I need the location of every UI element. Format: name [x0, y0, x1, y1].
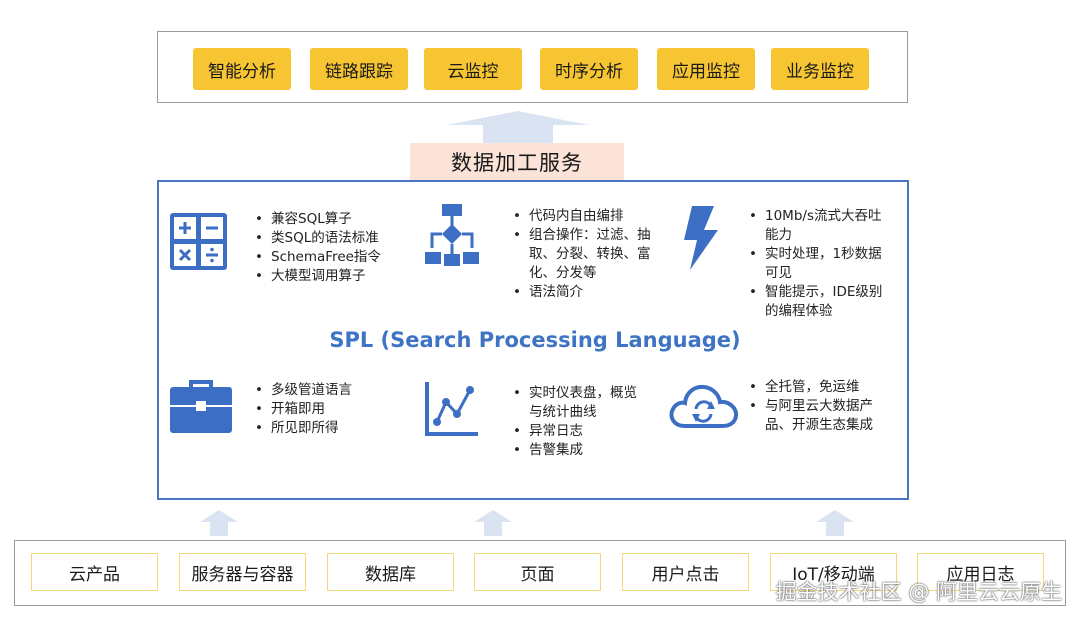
bullet: 异常日志: [513, 422, 643, 441]
flow-up-arrow: [200, 510, 238, 536]
source-iot-mobile[interactable]: IoT/移动端: [770, 553, 897, 591]
feature-list-performance: 10Mb/s流式大吞吐能力 实时处理，1秒数据可见 智能提示，IDE级别的编程体…: [749, 207, 894, 321]
line-chart-icon: [425, 382, 478, 436]
flow-up-arrow: [816, 510, 854, 536]
service-label: 数据加工服务: [410, 143, 624, 181]
bullet: 实时仪表盘，概览与统计曲线: [513, 384, 643, 422]
app-apm[interactable]: 应用监控: [657, 48, 755, 90]
feature-list-orchestration: 代码内自由编排 组合操作：过滤、抽取、分裂、转换、富化、分发等 语法简介: [513, 207, 673, 302]
cloud-sync-icon: [669, 384, 739, 428]
bullet: 所见即所得: [255, 419, 405, 438]
lightning-icon: [684, 206, 718, 270]
app-cloud-monitor[interactable]: 云监控: [424, 48, 522, 90]
bullet: 与阿里云大数据产品、开源生态集成: [749, 397, 884, 435]
source-database[interactable]: 数据库: [327, 553, 454, 591]
bullet: 代码内自由编排: [513, 207, 673, 226]
app-trace[interactable]: 链路跟踪: [310, 48, 408, 90]
data-source-layer: 云产品 服务器与容器 数据库 页面 用户点击 IoT/移动端 应用日志: [14, 540, 1066, 606]
watermark: 掘金技术社区 @ 阿里云云原生: [775, 580, 1062, 604]
source-user-clicks[interactable]: 用户点击: [622, 553, 749, 591]
feature-list-pipeline: 多级管道语言 开箱即用 所见即所得: [255, 381, 405, 438]
app-timeseries[interactable]: 时序分析: [540, 48, 638, 90]
source-servers-containers[interactable]: 服务器与容器: [179, 553, 306, 591]
spl-title: SPL (Search Processing Language): [329, 328, 741, 352]
bullet: 告警集成: [513, 441, 643, 460]
bullet: 类SQL的语法标准: [255, 229, 405, 248]
flow-up-arrow: [474, 510, 512, 536]
spl-panel: 兼容SQL算子 类SQL的语法标准 SchemaFree指令 大模型调用算子 代…: [157, 180, 909, 500]
bullet: 大模型调用算子: [255, 267, 405, 286]
flow-up-arrow: [447, 111, 589, 143]
feature-list-dashboard: 实时仪表盘，概览与统计曲线 异常日志 告警集成: [513, 384, 643, 460]
bullet: 10Mb/s流式大吞吐能力: [749, 207, 894, 245]
toolbox-icon: [170, 380, 232, 433]
flowchart-icon: [425, 204, 479, 266]
application-layer: 智能分析 链路跟踪 云监控 时序分析 应用监控 业务监控: [157, 31, 908, 103]
calculator-icon: [170, 213, 227, 270]
source-app-logs[interactable]: 应用日志: [917, 553, 1044, 591]
bullet: 组合操作：过滤、抽取、分裂、转换、富化、分发等: [513, 226, 673, 283]
bullet: 实时处理，1秒数据可见: [749, 245, 894, 283]
app-business-monitor[interactable]: 业务监控: [771, 48, 869, 90]
feature-list-managed: 全托管，免运维 与阿里云大数据产品、开源生态集成: [749, 378, 884, 435]
bullet: 智能提示，IDE级别的编程体验: [749, 283, 894, 321]
bullet: 兼容SQL算子: [255, 210, 405, 229]
feature-list-sql: 兼容SQL算子 类SQL的语法标准 SchemaFree指令 大模型调用算子: [255, 210, 405, 286]
bullet: 多级管道语言: [255, 381, 405, 400]
bullet: 全托管，免运维: [749, 378, 884, 397]
bullet: 开箱即用: [255, 400, 405, 419]
source-page[interactable]: 页面: [474, 553, 601, 591]
app-smart-analysis[interactable]: 智能分析: [193, 48, 291, 90]
bullet: 语法简介: [513, 283, 673, 302]
bullet: SchemaFree指令: [255, 248, 405, 267]
source-cloud-products[interactable]: 云产品: [31, 553, 158, 591]
